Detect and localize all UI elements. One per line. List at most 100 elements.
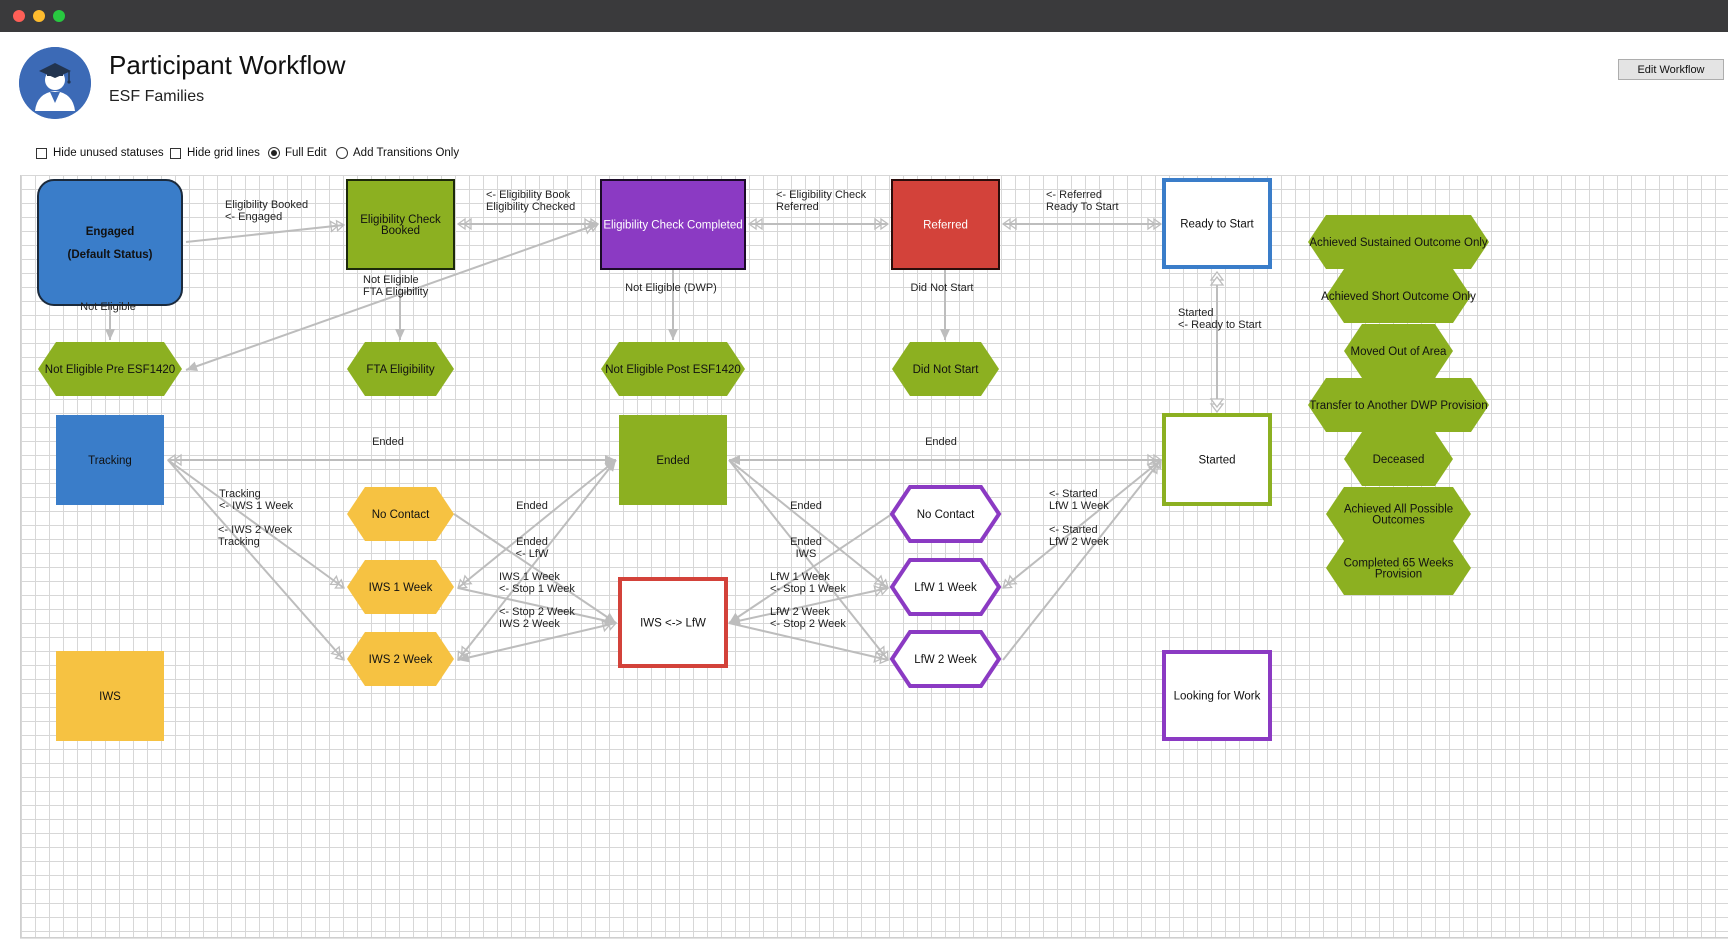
transition-line[interactable] bbox=[728, 513, 893, 624]
transition-label: <- IWS 1 Week bbox=[219, 500, 294, 512]
status-node-achieved-short[interactable]: Achieved Short Outcome Only bbox=[1321, 269, 1476, 323]
status-node-no-contact-iws[interactable]: No Contact bbox=[347, 487, 454, 541]
status-label: Not Eligible Pre ESF1420 bbox=[45, 364, 175, 376]
minimize-window-button[interactable] bbox=[33, 10, 45, 22]
transition-line[interactable] bbox=[457, 459, 617, 661]
status-node-not-eligible-post[interactable]: Not Eligible Post ESF1420 bbox=[601, 342, 745, 396]
transition-line[interactable] bbox=[728, 459, 889, 589]
status-node-eligibility-check-completed[interactable]: Eligibility Check Completed bbox=[600, 179, 746, 270]
edge-arrowhead bbox=[873, 650, 890, 665]
status-label: Completed 65 Weeks bbox=[1344, 558, 1454, 570]
window-titlebar bbox=[0, 0, 1728, 32]
hide-unused-statuses-checkbox[interactable]: Hide unused statuses bbox=[36, 145, 164, 161]
status-label: Tracking bbox=[88, 455, 132, 467]
status-label: LfW 2 Week bbox=[914, 654, 977, 666]
status-node-ready-to-start[interactable]: Ready to Start bbox=[1162, 178, 1272, 269]
status-label: No Contact bbox=[372, 509, 430, 521]
transition-label: Ended bbox=[925, 436, 957, 448]
status-node-started[interactable]: Started bbox=[1162, 413, 1272, 506]
radio-selected[interactable] bbox=[268, 147, 280, 159]
transition-line[interactable] bbox=[453, 513, 617, 624]
status-node-achieved-sustained[interactable]: Achieved Sustained Outcome Only bbox=[1308, 215, 1489, 269]
radio-unselected[interactable] bbox=[336, 147, 348, 159]
edge-arrowhead bbox=[1209, 270, 1225, 286]
transition-line[interactable] bbox=[728, 622, 889, 661]
edge-arrowhead bbox=[1001, 217, 1017, 231]
edge-arrowhead bbox=[330, 645, 345, 661]
status-node-iws-1-week[interactable]: IWS 1 Week bbox=[347, 560, 454, 614]
edge-arrowhead bbox=[601, 618, 618, 633]
transition-label: Not Eligible (DWP) bbox=[625, 282, 717, 294]
transition-label: <- Referred bbox=[1046, 189, 1102, 201]
status-node-tracking[interactable]: Tracking bbox=[56, 415, 164, 505]
transition-line[interactable] bbox=[185, 224, 345, 243]
full-edit-label: Full Edit bbox=[285, 147, 327, 159]
checkbox-box[interactable] bbox=[36, 147, 47, 159]
status-node-engaged[interactable]: Engaged(Default Status) bbox=[37, 179, 183, 306]
transition-label: Ended bbox=[516, 500, 548, 512]
status-node-iws-lfw[interactable]: IWS <-> LfW bbox=[618, 577, 728, 668]
status-node-iws-2-week[interactable]: IWS 2 Week bbox=[347, 632, 454, 686]
divider bbox=[20, 938, 1728, 939]
status-node-referred[interactable]: Referred bbox=[891, 179, 1000, 270]
page-subtitle: ESF Families bbox=[109, 88, 205, 105]
status-node-fta-eligibility[interactable]: FTA Eligibility bbox=[347, 342, 454, 396]
status-label: Deceased bbox=[1373, 454, 1425, 466]
edge-arrowhead bbox=[186, 361, 199, 372]
edge-arrowhead bbox=[1002, 574, 1018, 589]
transition-label: <- Engaged bbox=[225, 211, 282, 223]
status-label: Not Eligible Post ESF1420 bbox=[605, 364, 741, 376]
status-node-looking-for-work[interactable]: Looking for Work bbox=[1162, 650, 1272, 741]
status-label: Achieved Sustained Outcome Only bbox=[1309, 237, 1488, 249]
status-label: Looking for Work bbox=[1174, 691, 1261, 703]
edge-arrowhead bbox=[940, 329, 950, 340]
status-node-not-eligible-pre[interactable]: Not Eligible Pre ESF1420 bbox=[38, 342, 182, 396]
transition-label: Did Not Start bbox=[911, 282, 974, 294]
status-node-no-contact-lfw[interactable]: No Contact bbox=[889, 485, 1002, 543]
checkbox-box[interactable] bbox=[170, 147, 181, 159]
status-node-moved-out[interactable]: Moved Out of Area bbox=[1344, 324, 1453, 378]
transition-label: IWS 1 Week bbox=[499, 571, 560, 583]
transition-line[interactable] bbox=[167, 459, 345, 589]
transition-label: Eligibility Checked bbox=[486, 201, 575, 213]
status-label: IWS 1 Week bbox=[369, 582, 433, 594]
status-label: Ended bbox=[656, 455, 689, 467]
close-window-button[interactable] bbox=[13, 10, 25, 22]
transition-line[interactable] bbox=[457, 622, 617, 661]
add-transitions-only-radio[interactable]: Add Transitions Only bbox=[336, 145, 459, 161]
status-node-transfer-dwp[interactable]: Transfer to Another DWP Provision bbox=[1308, 378, 1489, 432]
status-label: Did Not Start bbox=[913, 364, 980, 376]
transition-line[interactable] bbox=[185, 223, 599, 371]
edge-arrowhead bbox=[583, 220, 600, 235]
transition-line[interactable] bbox=[728, 459, 889, 661]
status-label: Transfer to Another DWP Provision bbox=[1309, 400, 1487, 412]
edge-arrowhead bbox=[458, 652, 470, 663]
status-node-deceased[interactable]: Deceased bbox=[1344, 432, 1453, 486]
status-node-did-not-start[interactable]: Did Not Start bbox=[892, 342, 999, 396]
hide-grid-lines-checkbox[interactable]: Hide grid lines bbox=[170, 145, 260, 161]
transition-line[interactable] bbox=[167, 459, 345, 661]
transition-line[interactable] bbox=[1002, 459, 1162, 661]
status-node-lfw-1-week[interactable]: LfW 1 Week bbox=[889, 558, 1002, 616]
workflow-app: Participant Workflow ESF Families Edit W… bbox=[0, 32, 1728, 941]
status-label: IWS bbox=[99, 691, 121, 703]
status-label: Achieved Short Outcome Only bbox=[1321, 291, 1476, 303]
status-node-lfw-2-week[interactable]: LfW 2 Week bbox=[889, 630, 1002, 688]
workflow-canvas[interactable]: Engaged(Default Status) Eligibility Check… bbox=[20, 175, 1728, 938]
edge-arrowhead bbox=[873, 574, 889, 589]
transition-line[interactable] bbox=[457, 459, 617, 589]
status-node-iws[interactable]: IWS bbox=[56, 651, 164, 741]
transition-line[interactable] bbox=[728, 587, 889, 624]
status-node-ended[interactable]: Ended bbox=[619, 415, 727, 505]
status-label: Ready to Start bbox=[1180, 219, 1254, 231]
edge-arrowhead bbox=[729, 455, 740, 465]
zoom-window-button[interactable] bbox=[53, 10, 65, 22]
transition-line[interactable] bbox=[1002, 459, 1162, 589]
edge-arrowhead bbox=[329, 574, 345, 589]
full-edit-radio[interactable]: Full Edit bbox=[268, 145, 327, 161]
edit-workflow-button[interactable]: Edit Workflow bbox=[1618, 59, 1724, 80]
transition-line[interactable] bbox=[457, 587, 617, 624]
